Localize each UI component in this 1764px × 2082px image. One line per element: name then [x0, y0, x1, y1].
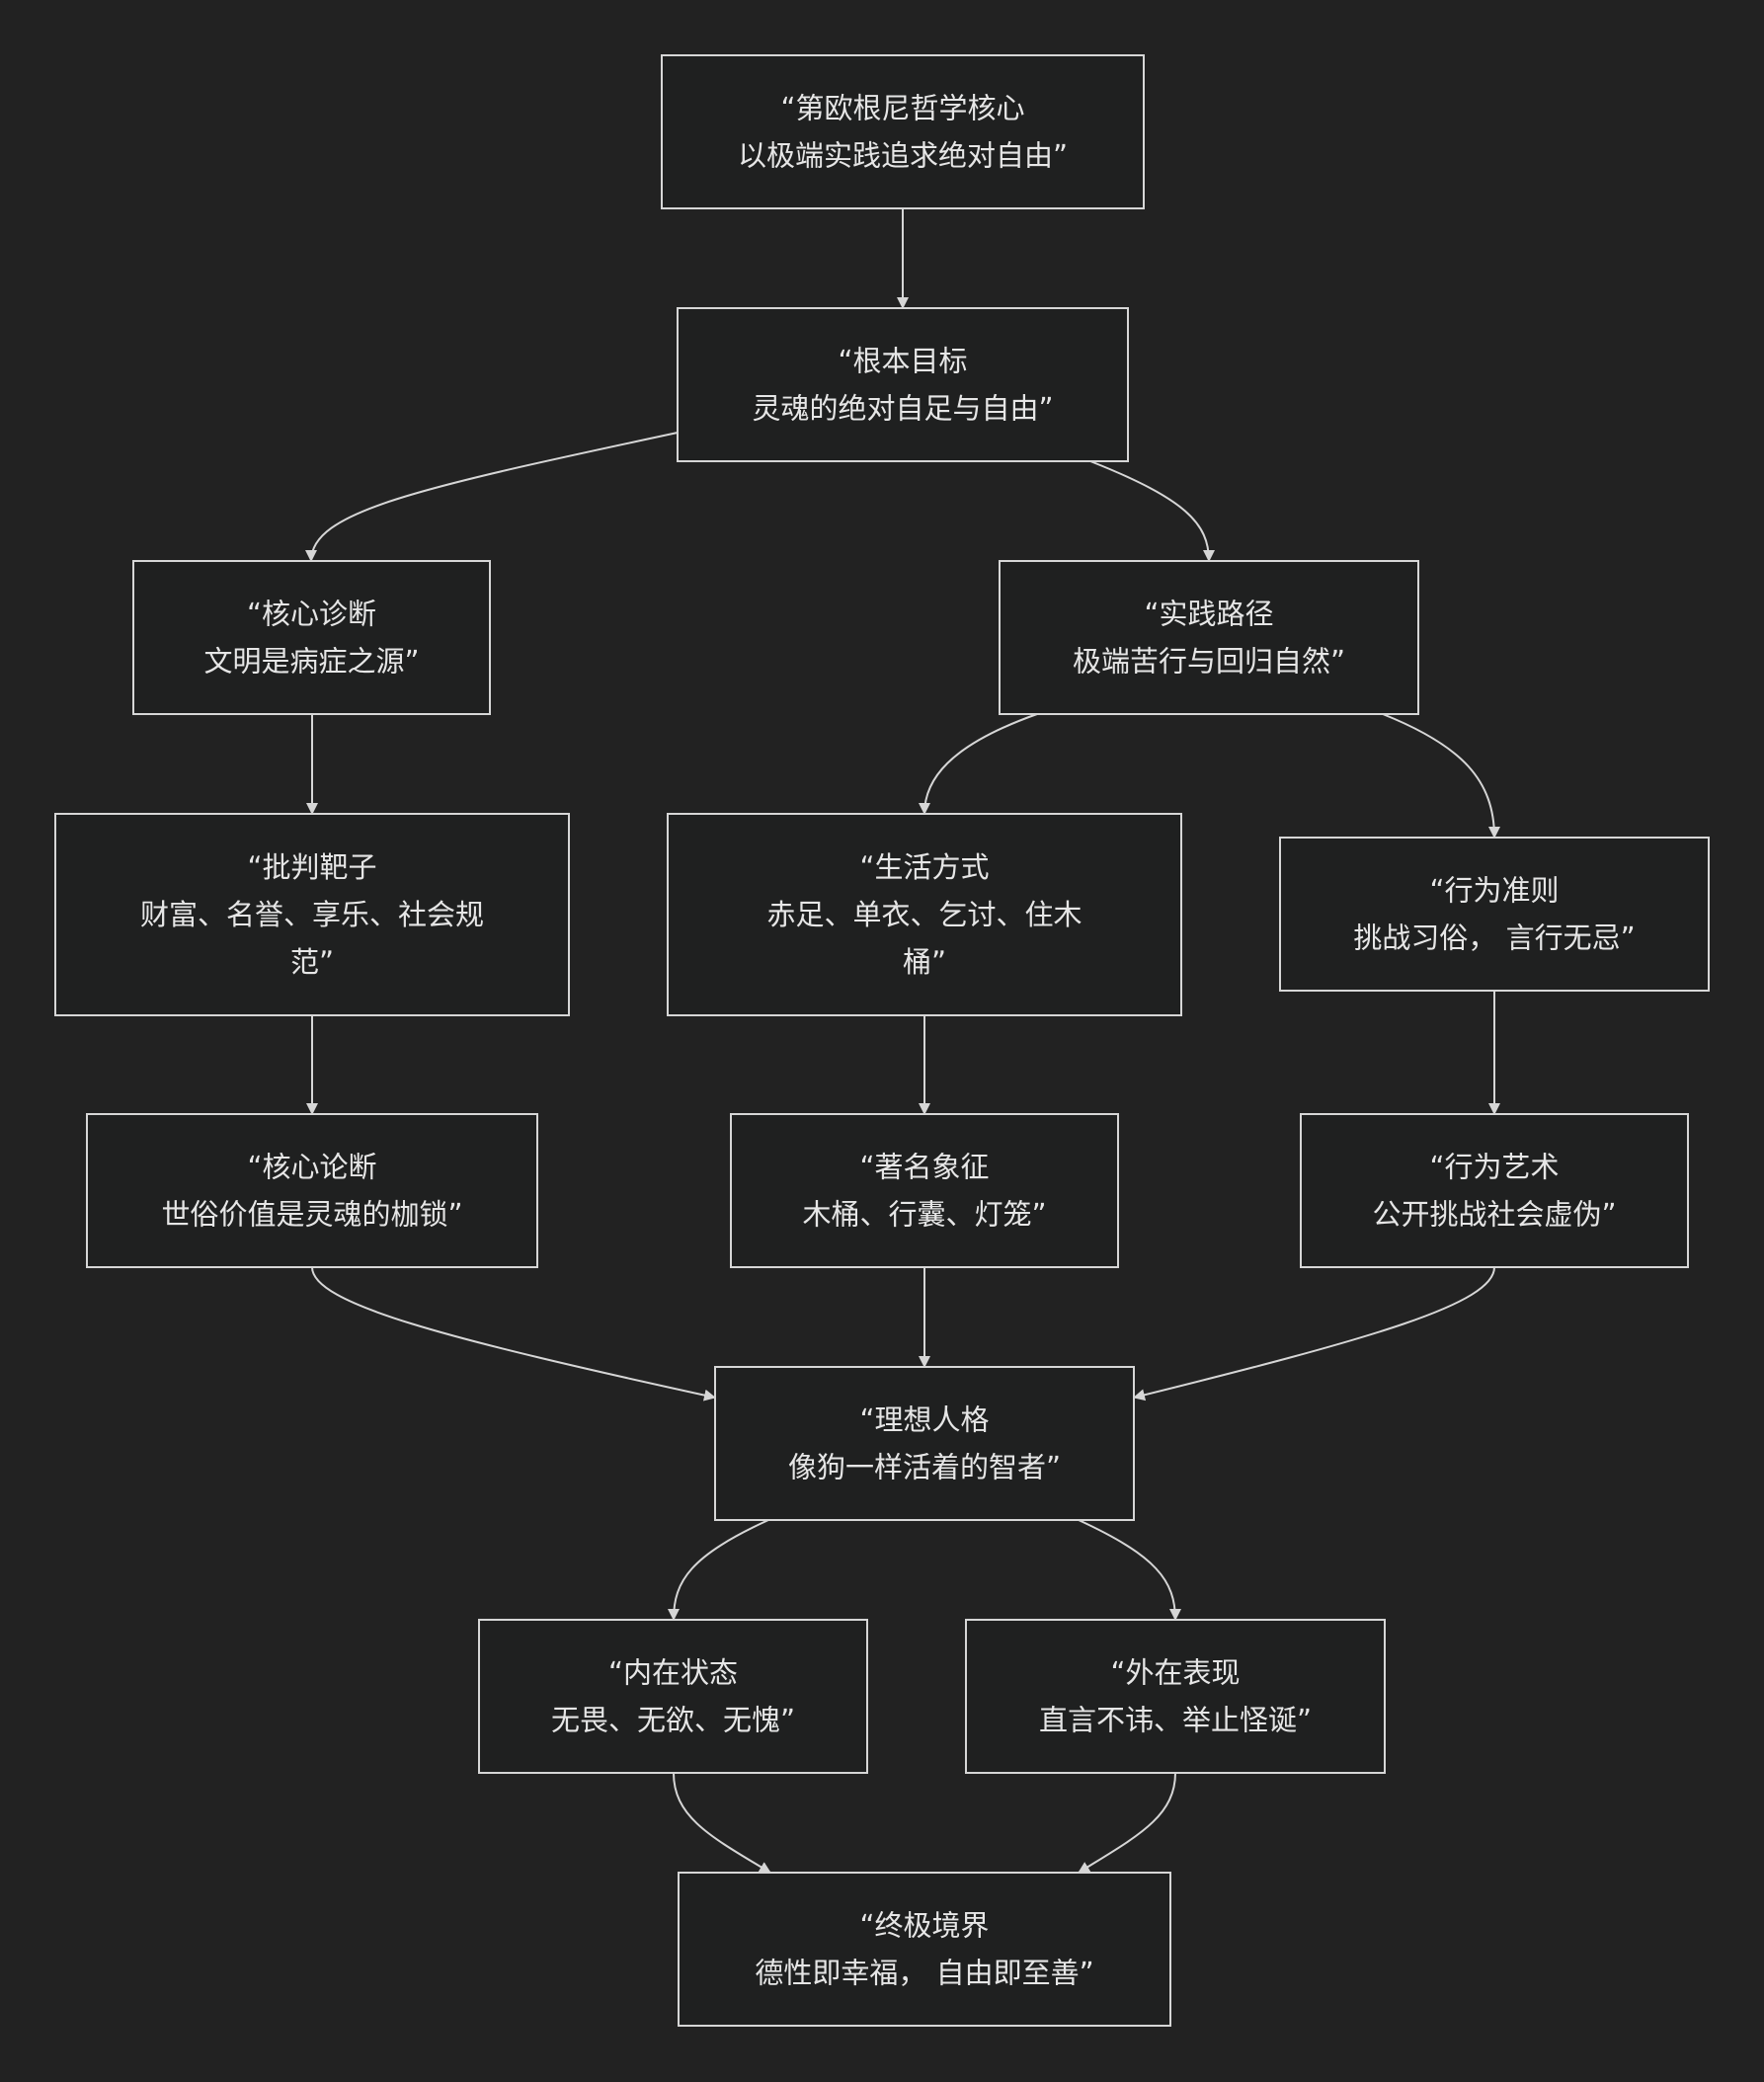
edge-ideal-outer	[1078, 1519, 1181, 1621]
node-box	[667, 813, 1182, 1016]
node-label-line: 赤足、单衣、乞讨、住木	[766, 898, 1082, 931]
node-box	[1300, 1113, 1689, 1268]
node-label-line: “实践路径	[1144, 598, 1273, 631]
edges	[305, 208, 1500, 1874]
edge-goal-path	[1089, 460, 1215, 562]
node-label-line: 极端苦行与回归自然”	[1073, 645, 1345, 679]
node-box	[54, 813, 570, 1016]
node-label-line: 财富、名誉、享乐、社会规	[140, 898, 484, 931]
edge-thesis-ideal	[311, 1266, 716, 1401]
node-box	[661, 54, 1145, 209]
node-label-line: 挑战习俗， 言行无忌”	[1353, 921, 1635, 955]
node-label-line: “终极境界	[859, 1909, 989, 1943]
node-label-line: 像狗一样活着的智者”	[788, 1451, 1061, 1484]
node-label-line: 直言不讳、举止怪诞”	[1039, 1704, 1312, 1737]
node-label-line: 范”	[290, 945, 334, 979]
node-box	[478, 1619, 868, 1774]
node-box	[132, 560, 491, 715]
node-box	[965, 1619, 1386, 1774]
edge-art-ideal	[1133, 1266, 1495, 1401]
node-label-line: 木桶、行囊、灯笼”	[802, 1198, 1046, 1232]
node-box	[999, 560, 1419, 715]
node-label-line: “核心论断	[247, 1151, 376, 1184]
edge-path-lifestyle	[919, 713, 1038, 815]
edge-outer-ultimate	[1078, 1772, 1176, 1874]
node-label-line: “第欧根尼哲学核心	[780, 92, 1024, 125]
node-box	[86, 1113, 538, 1268]
node-label-line: 文明是病症之源”	[203, 645, 419, 679]
node-box	[1279, 837, 1710, 992]
edge-inner-ultimate	[673, 1772, 771, 1874]
node-label-line: 灵魂的绝对自足与自由”	[752, 392, 1053, 426]
node-box	[714, 1366, 1135, 1521]
node-label-line: “行为艺术	[1429, 1151, 1559, 1184]
node-label-line: 以极端实践追求绝对自由”	[738, 139, 1068, 173]
node-label-line: 桶”	[903, 945, 946, 979]
node-label-line: “根本目标	[838, 345, 967, 378]
node-label-line: 世俗价值是灵魂的枷锁”	[161, 1198, 462, 1232]
node-label-line: “著名象征	[859, 1151, 989, 1184]
edge-goal-diagnosis	[305, 432, 679, 562]
node-label-line: “外在表现	[1110, 1656, 1240, 1690]
node-box	[730, 1113, 1119, 1268]
node-label-line: 无畏、无欲、无愧”	[551, 1704, 795, 1737]
node-label-line: “核心诊断	[247, 598, 376, 631]
node-label-line: “理想人格	[859, 1403, 989, 1437]
node-box	[677, 307, 1129, 462]
node-label-line: 德性即幸福， 自由即至善”	[755, 1957, 1093, 1990]
edge-ideal-inner	[668, 1519, 769, 1621]
node-label-line: “行为准则	[1429, 874, 1559, 908]
node-label-line: “批判靶子	[247, 850, 376, 884]
node-label-line: 公开挑战社会虚伪”	[1372, 1198, 1616, 1232]
node-box	[678, 1872, 1171, 2027]
edge-path-conduct	[1382, 713, 1500, 839]
node-label-line: “内在状态	[608, 1656, 738, 1690]
node-label-line: “生活方式	[859, 850, 989, 884]
